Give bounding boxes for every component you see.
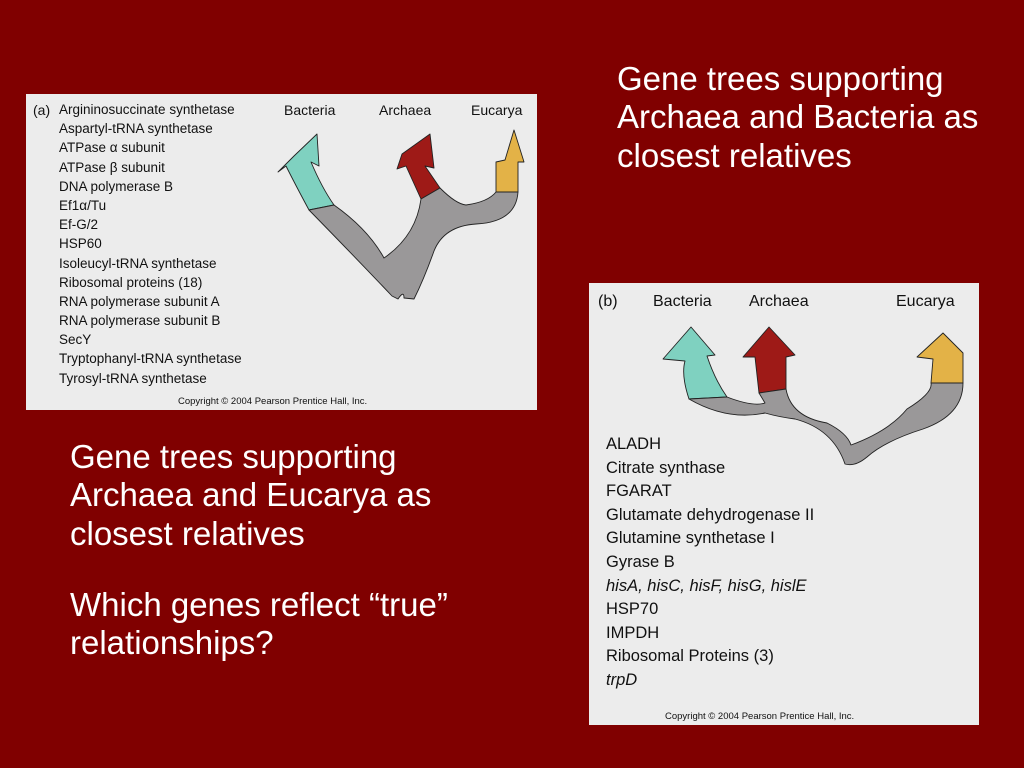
panel-b-label-archaea: Archaea [749, 293, 809, 310]
caption-archaea-eucarya: Gene trees supporting Archaea and Eucary… [70, 438, 510, 695]
panel-b-branch-eucarya [916, 332, 964, 384]
gene-list-item: HSP70 [606, 600, 659, 619]
panel-a-tree-diagram [277, 129, 525, 300]
gene-list-item: Ef-G/2 [59, 217, 99, 233]
panel-b-label-bacteria: Bacteria [653, 293, 712, 310]
gene-list-item: Tyrosyl-tRNA synthetase [59, 370, 207, 386]
panel-b-trunk [688, 382, 964, 466]
gene-list-item: DNA polymerase B [59, 178, 174, 194]
panel-a-label-bacteria: Bacteria [284, 102, 336, 118]
panel-a-label-eucarya: Eucarya [471, 102, 523, 118]
gene-list-item: Ribosomal proteins (18) [59, 274, 203, 290]
panel-a-label-archaea: Archaea [379, 102, 432, 118]
question-text: Which genes reflect “true” relationships… [70, 585, 448, 662]
caption-archaea-eucarya-text: Gene trees supporting Archaea and Eucary… [70, 438, 432, 552]
panel-b-branch-bacteria [662, 326, 728, 400]
panel-a-trunk [308, 187, 519, 300]
panel-b-copyright: Copyright © 2004 Pearson Prentice Hall, … [665, 711, 855, 722]
panel-b-tag: (b) [598, 293, 618, 310]
gene-list-item: Gyrase B [606, 552, 675, 571]
gene-list-item: Ef1α/Tu [59, 197, 107, 213]
gene-list-item: trpD [606, 670, 638, 689]
gene-list-item: Aspartyl-tRNA synthetase [59, 121, 213, 137]
gene-list-item: SecY [59, 332, 92, 348]
gene-list-item: RNA polymerase subunit B [59, 313, 221, 329]
gene-list-item: ATPase β subunit [59, 159, 165, 175]
gene-list-item: Citrate synthase [606, 458, 726, 477]
panel-a-branch-eucarya [495, 129, 525, 193]
caption-archaea-bacteria-text: Gene trees supporting Archaea and Bacter… [617, 60, 979, 174]
gene-list-item: ALADH [606, 435, 662, 453]
gene-list-item: Glutamine synthetase I [606, 529, 775, 548]
gene-list-item: IMPDH [606, 623, 660, 642]
gene-list-item: Ribosomal Proteins (3) [606, 647, 774, 666]
panel-a-tag: (a) [33, 102, 51, 118]
panel-b-branch-archaea [742, 326, 796, 394]
panel-a-branch-bacteria [277, 133, 335, 211]
panel-a-branch-archaea [396, 133, 441, 200]
caption-archaea-bacteria: Gene trees supporting Archaea and Bacter… [617, 60, 1017, 175]
gene-list-item: Isoleucyl-tRNA synthetase [59, 255, 217, 271]
gene-list-item: RNA polymerase subunit A [59, 293, 220, 309]
gene-list-item: Tryptophanyl-tRNA synthetase [59, 351, 242, 367]
gene-list-item: Argininosuccinate synthetase [59, 102, 235, 117]
gene-list-item: hisA, hisC, hisF, hisG, hislE [606, 576, 807, 595]
gene-list-item: Glutamate dehydrogenase II [606, 505, 815, 524]
panel-a-copyright: Copyright © 2004 Pearson Prentice Hall, … [178, 396, 368, 407]
gene-list-item: ATPase α subunit [59, 140, 165, 156]
gene-list-item: HSP60 [59, 236, 102, 252]
panel-b-label-eucarya: Eucarya [896, 293, 955, 310]
figure-panel-b: (b) Bacteria Archaea Eucarya ALADH Citrat… [589, 283, 979, 725]
gene-list-item: FGARAT [606, 482, 672, 501]
panel-b-tree-diagram [662, 326, 964, 466]
